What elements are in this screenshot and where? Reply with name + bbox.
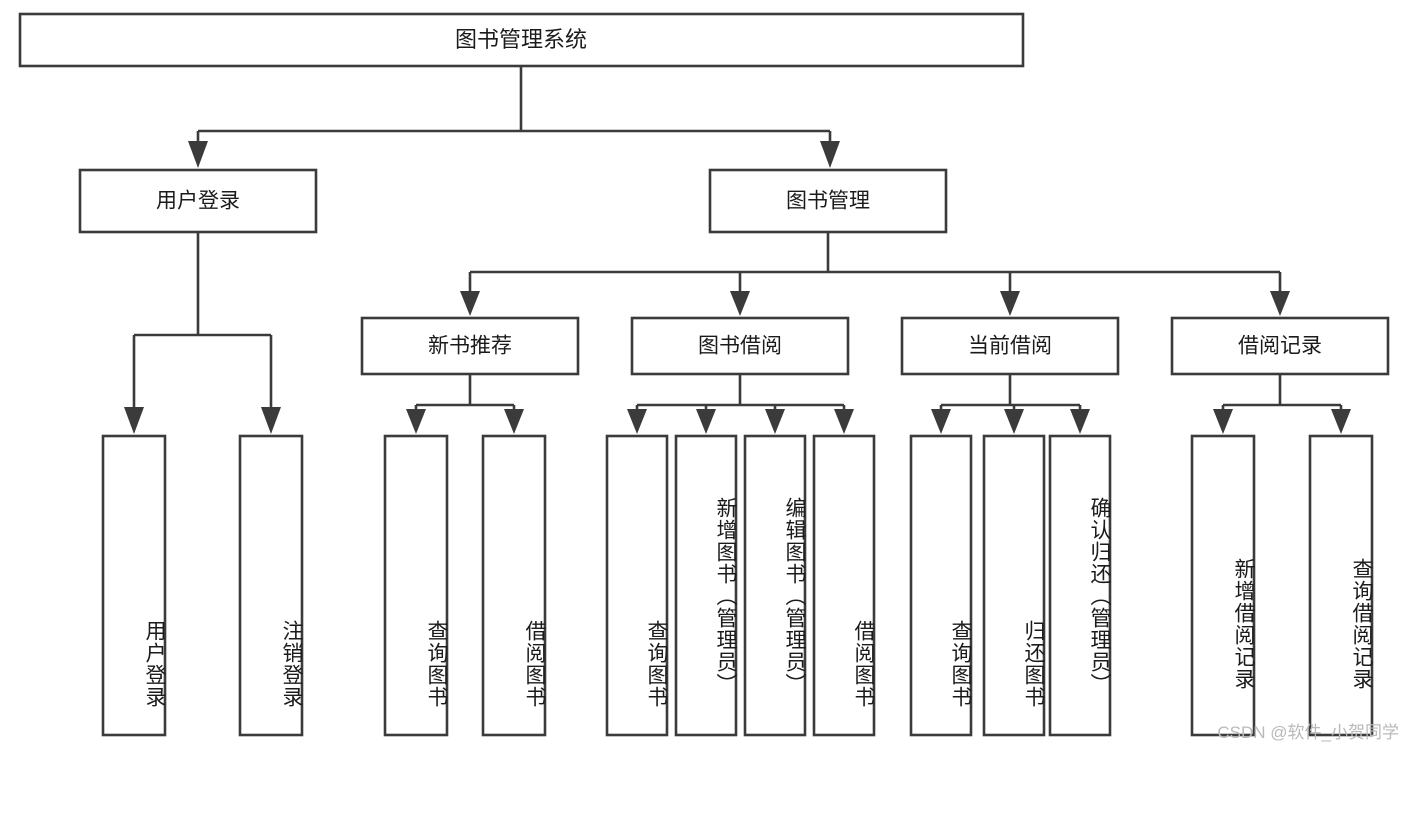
node-box-leaf-query-book-1[interactable] xyxy=(383,434,449,737)
arrow-cb-to-leaf-2 xyxy=(1004,409,1024,434)
node-box-book-management-system[interactable] xyxy=(18,12,1025,68)
arrow-bm-to-book-borrow xyxy=(730,291,750,316)
arrow-root-to-book-management xyxy=(820,141,840,168)
arrow-nbr-to-leaf-1 xyxy=(406,409,426,434)
node-box-leaf-query-book-2[interactable] xyxy=(605,434,669,737)
arrow-cb-to-leaf-3 xyxy=(1070,409,1090,434)
node-box-leaf-edit-book[interactable] xyxy=(743,434,807,737)
node-box-book-borrow[interactable] xyxy=(630,316,850,376)
node-box-new-book-recommend[interactable] xyxy=(360,316,580,376)
node-label-book-management: 图书管理 xyxy=(786,190,870,213)
node-box-leaf-borrow-book-2[interactable] xyxy=(812,434,876,737)
arrow-cb-to-leaf-1 xyxy=(931,409,951,434)
arrow-bm-to-new-book-recommend xyxy=(460,291,480,316)
arrow-bb-to-leaf-1 xyxy=(627,409,647,434)
node-label-current-borrow: 当前借阅 xyxy=(968,335,1052,358)
arrow-user-login-to-leaf-2 xyxy=(261,407,281,434)
node-label-new-book-recommend: 新书推荐 xyxy=(428,335,512,358)
node-label-borrow-record: 借阅记录 xyxy=(1238,335,1322,358)
node-label-book-borrow: 图书借阅 xyxy=(698,335,782,358)
arrow-bb-to-leaf-2 xyxy=(696,409,716,434)
arrow-user-login-to-leaf-1 xyxy=(124,407,144,434)
node-box-leaf-logout[interactable] xyxy=(238,434,304,737)
node-box-leaf-confirm-return[interactable] xyxy=(1048,434,1112,737)
node-box-leaf-add-record[interactable] xyxy=(1190,434,1256,737)
node-box-borrow-record[interactable] xyxy=(1170,316,1390,376)
arrow-root-to-user-login xyxy=(188,141,208,168)
arrow-bb-to-leaf-4 xyxy=(834,409,854,434)
node-label-user-login: 用户登录 xyxy=(156,190,240,213)
arrow-nbr-to-leaf-2 xyxy=(504,409,524,434)
node-box-leaf-query-record[interactable] xyxy=(1308,434,1374,737)
arrow-br-to-leaf-2 xyxy=(1331,409,1351,434)
arrow-bm-to-current-borrow xyxy=(1000,291,1020,316)
node-box-current-borrow[interactable] xyxy=(900,316,1120,376)
hierarchy-diagram: 图书管理系统 用户登录 图书管理 新书推荐 xyxy=(18,12,1399,742)
node-box-leaf-add-book[interactable] xyxy=(674,434,738,737)
arrow-br-to-leaf-1 xyxy=(1213,409,1233,434)
arrow-bb-to-leaf-3 xyxy=(765,409,785,434)
node-box-leaf-user-login[interactable] xyxy=(101,434,167,737)
arrow-bm-to-borrow-record xyxy=(1270,291,1290,316)
node-box-leaf-borrow-book-1[interactable] xyxy=(481,434,547,737)
diagram-canvas: 图书管理系统 用户登录 图书管理 新书推荐 xyxy=(18,12,1390,737)
node-label-book-management-system: 图书管理系统 xyxy=(455,27,587,52)
node-box-leaf-return-book[interactable] xyxy=(982,434,1046,737)
node-box-book-management[interactable] xyxy=(708,168,948,234)
node-box-leaf-query-book-3[interactable] xyxy=(909,434,973,737)
csdn-watermark: CSDN @软件_小贺同学 xyxy=(1217,723,1399,742)
